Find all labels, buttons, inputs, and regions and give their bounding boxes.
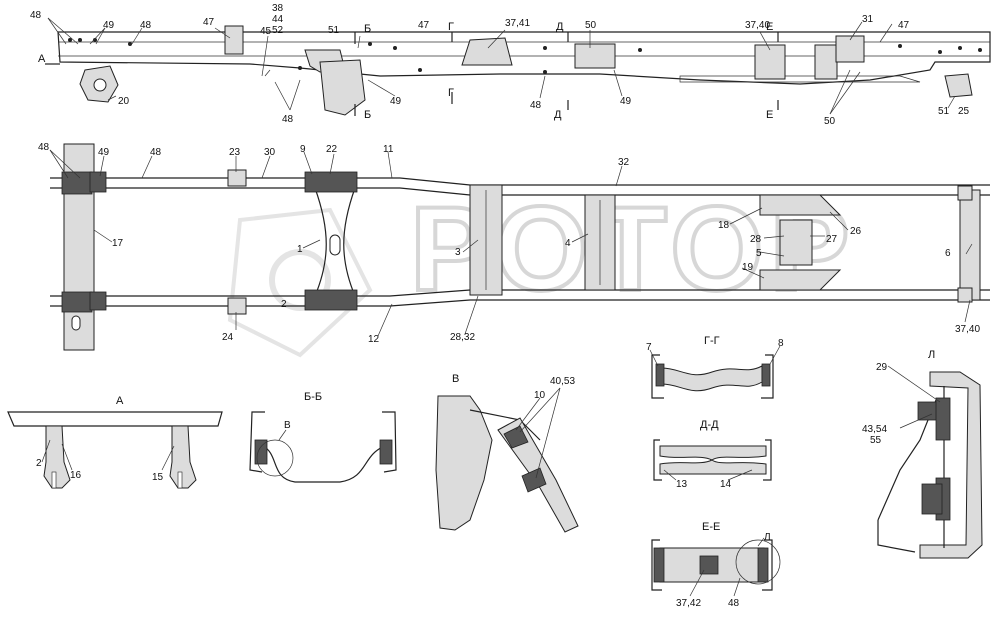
callout: 51 [328, 25, 340, 36]
svg-text:Е: Е [766, 109, 773, 121]
section-marker-a: А [38, 53, 60, 65]
callout: В [284, 420, 291, 431]
callout: 40,53 [550, 376, 575, 387]
callout: 12 [368, 334, 380, 345]
view-title: Б-Б [304, 391, 322, 403]
section-dd: Д-Д 13 14 [653, 419, 772, 490]
callout: 37,40 [955, 324, 980, 335]
callout: 48 [38, 142, 50, 153]
watermark-logo [227, 207, 373, 358]
callout: 1 [297, 244, 303, 255]
callout: 25 [958, 106, 970, 117]
front-tow-bracket [79, 65, 119, 103]
svg-text:Г: Г [448, 21, 454, 33]
svg-text:Д: Д [554, 109, 562, 121]
callout: 15 [152, 472, 164, 483]
callout: 28 [750, 234, 762, 245]
callout: 44 [272, 14, 284, 25]
view-title: А [116, 395, 124, 407]
view-title: Е-Е [702, 521, 720, 533]
svg-text:Е: Е [766, 21, 773, 33]
view-a: А 2 16 15 [7, 395, 223, 489]
view-title: Г-Г [704, 335, 720, 347]
callout: 14 [720, 479, 732, 490]
svg-text:Б: Б [364, 23, 371, 35]
callout: 20 [118, 96, 130, 107]
section-bb: Б-Б В [249, 391, 397, 483]
callout: 30 [264, 147, 276, 158]
callout: 47 [898, 20, 910, 31]
callout: 55 [870, 435, 882, 446]
svg-text:Г: Г [448, 87, 454, 99]
view-title: В [452, 373, 459, 385]
callout: 13 [676, 479, 688, 490]
callout: 10 [534, 390, 546, 401]
detail-l: Л 29 43,54 55 [862, 349, 983, 559]
section-gg: Г-Г 7 8 [646, 335, 784, 399]
callout: 38 [272, 3, 284, 14]
callout: 19 [742, 262, 754, 273]
callout: 43,54 [862, 424, 887, 435]
callout: 52 [272, 25, 284, 36]
top-view-callouts: 48 49 48 23 30 9 22 11 32 17 1 2 3 4 18 … [38, 142, 980, 345]
callout: 16 [70, 470, 82, 481]
side-view-callouts: 48 49 48 47 38 44 52 45 51 47 37,41 50 3… [30, 3, 970, 127]
svg-text:А: А [38, 53, 46, 65]
detail-v: В 40,53 10 [435, 373, 579, 533]
callout: 50 [824, 116, 836, 127]
section-ee: Е-Е 37,42 48 Л [651, 521, 781, 609]
callout: 11 [383, 144, 394, 155]
callout: 49 [620, 96, 632, 107]
callout: 28,32 [450, 332, 475, 343]
callout: 37,41 [505, 18, 530, 29]
callout: 49 [390, 96, 402, 107]
callout: 27 [826, 234, 838, 245]
callout: 24 [222, 332, 234, 343]
section-marker-e: Е Е [766, 21, 779, 121]
callout: 2 [281, 299, 287, 310]
callout: 37,42 [676, 598, 701, 609]
section-marker-g: Г Г [448, 21, 454, 104]
callout: 48 [30, 10, 42, 21]
callout: 51 [938, 106, 950, 117]
svg-text:Д: Д [556, 21, 564, 33]
callout: 49 [103, 20, 115, 31]
callout: 48 [728, 598, 740, 609]
callout: 49 [98, 147, 110, 158]
view-title: Д-Д [700, 419, 719, 431]
callout: 22 [326, 144, 338, 155]
callout: 32 [618, 157, 630, 168]
callout: 29 [876, 362, 888, 373]
callout: 3 [455, 247, 461, 258]
callout: 23 [229, 147, 241, 158]
callout: 4 [565, 238, 571, 249]
callout: 31 [862, 14, 874, 25]
callout: 47 [203, 17, 215, 28]
section-marker-d: Д Д [554, 21, 569, 121]
callout: 8 [778, 338, 784, 349]
svg-text:Б: Б [364, 109, 371, 121]
callout: 18 [718, 220, 730, 231]
callout: 2 [36, 458, 42, 469]
callout: Л [764, 532, 771, 543]
callout: 6 [945, 248, 951, 259]
side-view: А Б Б Г Г Д Д Е Е [30, 3, 991, 127]
callout: 37,40 [745, 20, 770, 31]
section-marker-b: Б Б [354, 23, 371, 121]
callout: 50 [585, 20, 597, 31]
callout: 5 [756, 248, 762, 259]
callout: 48 [140, 20, 152, 31]
callout: 7 [646, 342, 652, 353]
callout: 48 [150, 147, 162, 158]
callout: 45 [260, 26, 272, 37]
callout: 26 [850, 226, 862, 237]
top-view: 48 49 48 23 30 9 22 11 32 17 1 2 3 4 18 … [38, 142, 990, 351]
callout: 48 [530, 100, 542, 111]
callout: 47 [418, 20, 430, 31]
callout: 48 [282, 114, 294, 125]
callout: 9 [300, 144, 306, 155]
view-title: Л [928, 349, 935, 361]
callout: 17 [112, 238, 124, 249]
